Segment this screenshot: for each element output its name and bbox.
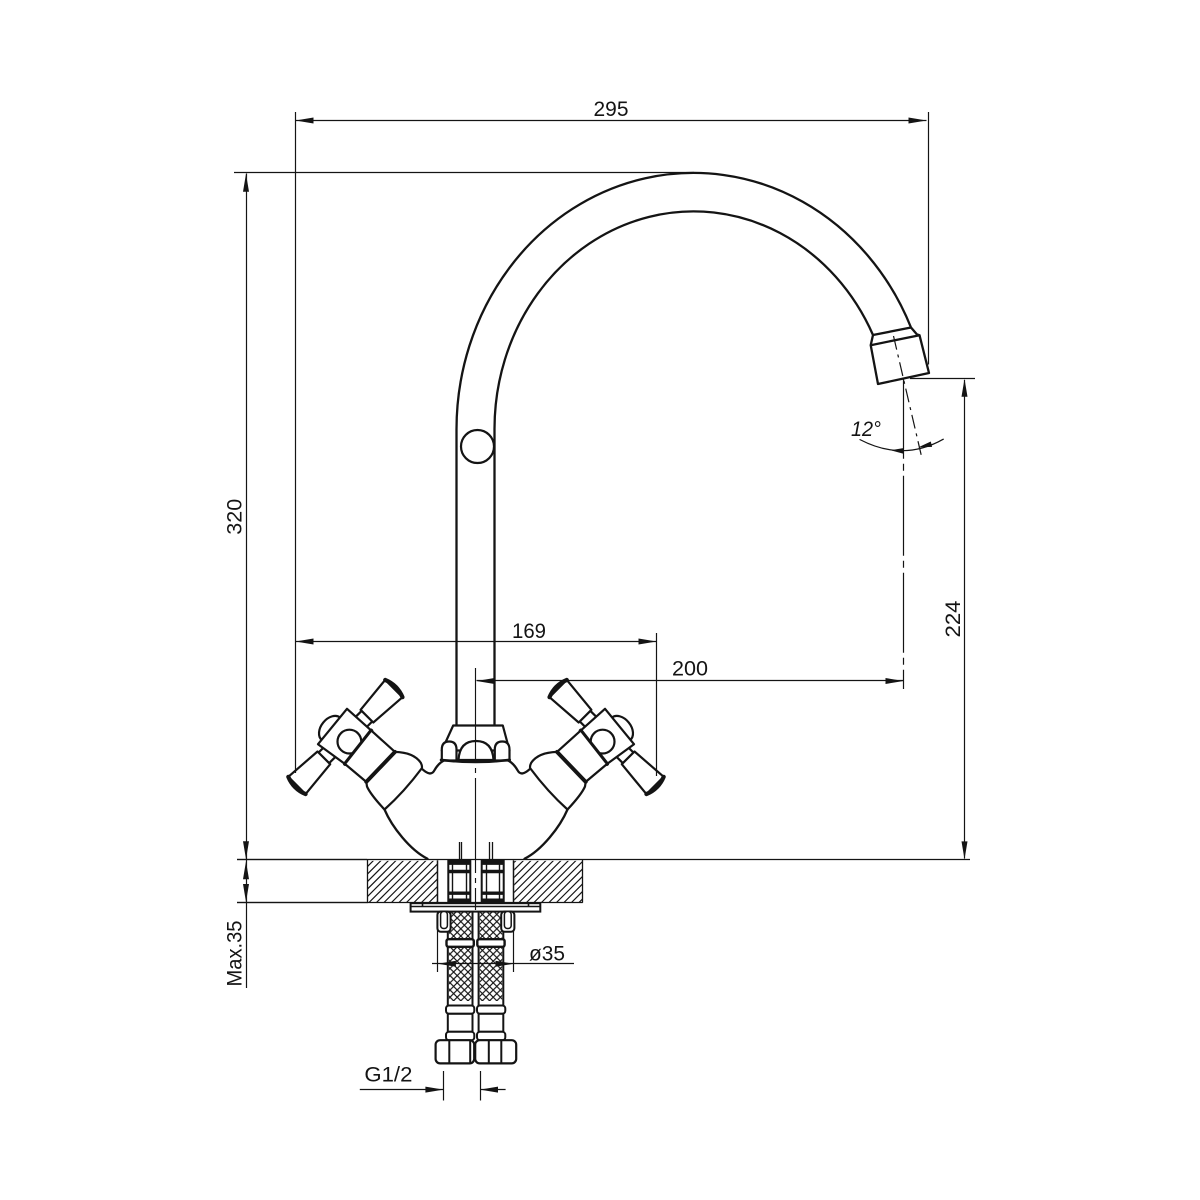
svg-text:169: 169 [512,620,546,643]
svg-text:12°: 12° [851,418,881,441]
svg-text:200: 200 [672,658,708,681]
svg-text:320: 320 [224,499,247,535]
svg-text:G1/2: G1/2 [364,1064,412,1087]
svg-text:Max.35: Max.35 [224,921,247,987]
svg-text:224: 224 [942,600,965,637]
svg-text:295: 295 [594,98,629,121]
svg-text:ø35: ø35 [529,943,565,966]
